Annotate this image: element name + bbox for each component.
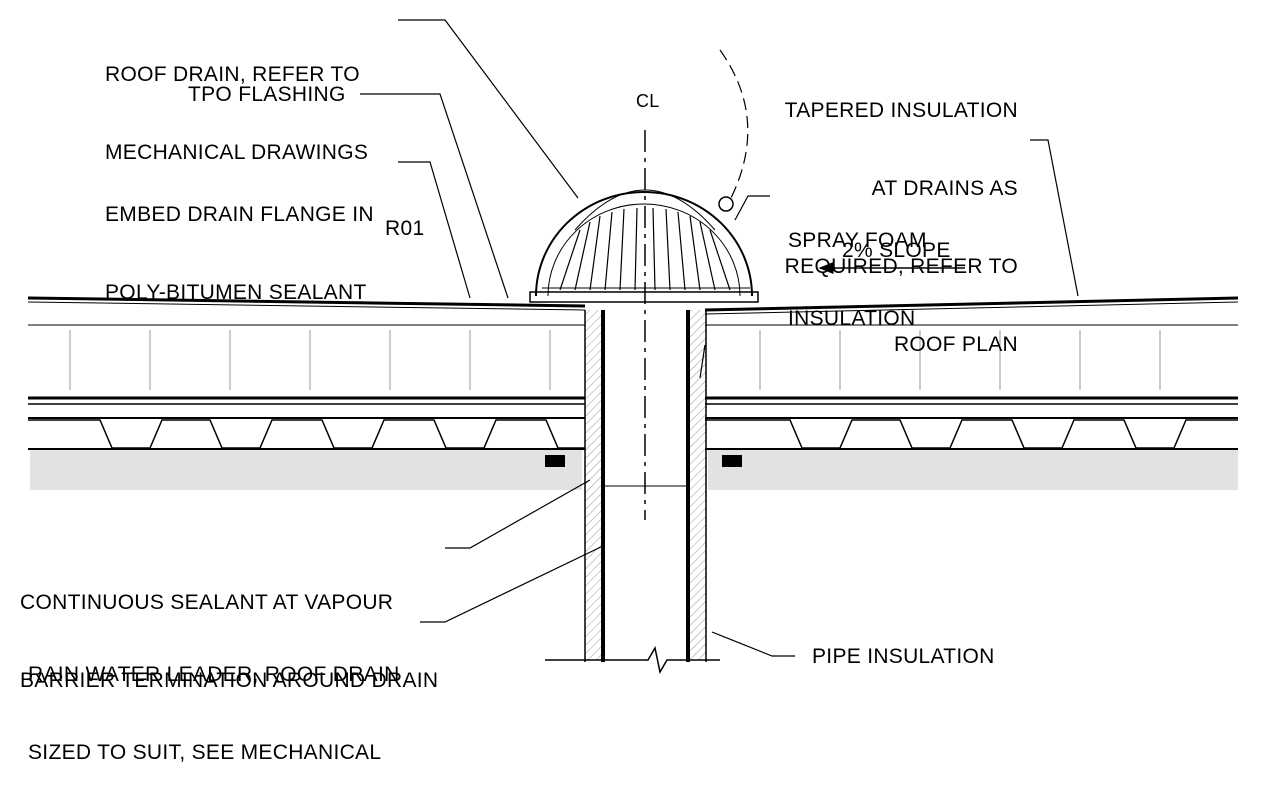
spray-foam-label: SPRAY FOAM INSULATION: [788, 176, 927, 358]
leader-label-line1: RAIN WATER LEADER, ROOF DRAIN: [28, 663, 400, 686]
tapered-label-line2: AT DRAINS AS: [871, 177, 1018, 200]
embed-flange-label: EMBED DRAIN FLANGE IN POLY-BITUMEN SEALA…: [105, 150, 374, 332]
pipe-insulation-label: PIPE INSULATION: [812, 645, 995, 668]
roof-assembly-right: [704, 296, 1239, 450]
rain-water-leader: [545, 310, 720, 675]
roof-drain-label-line2: MECHANICAL DRAWINGS: [105, 141, 369, 164]
tapered-insulation-label: TAPERED INSULATION AT DRAINS AS REQUIRED…: [745, 46, 1018, 384]
roof-drain-section-drawing: [27, 19, 1239, 675]
sealant-label-line2: BARRIER TERMINATION AROUND DRAIN: [20, 669, 439, 692]
dome-swing-arc: [719, 49, 749, 201]
roof-assembly-left: [27, 296, 586, 450]
roof-drain-label: ROOF DRAIN, REFER TO MECHANICAL DRAWINGS: [105, 10, 368, 192]
clamp-bolts: [545, 455, 742, 467]
leader-label-line2: SIZED TO SUIT, SEE MECHANICAL: [28, 741, 382, 764]
deck-fill-right: [708, 450, 1238, 490]
deck-fill-left: [30, 450, 582, 490]
sealant-label-line1: CONTINUOUS SEALANT AT VAPOUR: [20, 591, 394, 614]
centerline-symbol: CL: [636, 91, 660, 111]
spray-foam-label-line1: SPRAY FOAM: [788, 229, 927, 252]
drain-dome: [529, 189, 759, 303]
leader-lines: [360, 19, 1079, 657]
tapered-label-line1: TAPERED INSULATION: [784, 99, 1018, 122]
slope-label: 2% SLOPE: [842, 239, 951, 262]
tpo-flashing-label: TPO FLASHING: [188, 83, 346, 106]
embed-flange-label-line1: EMBED DRAIN FLANGE IN: [105, 203, 374, 226]
tapered-label-line4: ROOF PLAN: [893, 333, 1018, 356]
rain-water-leader-label: RAIN WATER LEADER, ROOF DRAIN SIZED TO S…: [28, 610, 400, 792]
tapered-label-line3: REQUIRED, REFER TO: [784, 255, 1018, 278]
roof-drain-label-line1: ROOF DRAIN, REFER TO: [105, 63, 360, 86]
spray-foam-label-line2: INSULATION: [788, 307, 916, 330]
embed-flange-label-line2: POLY-BITUMEN SEALANT: [105, 281, 367, 304]
continuous-sealant-label: CONTINUOUS SEALANT AT VAPOUR BARRIER TER…: [20, 538, 438, 720]
tag-r01: R01: [385, 217, 425, 240]
hinge-icon: [718, 196, 734, 212]
